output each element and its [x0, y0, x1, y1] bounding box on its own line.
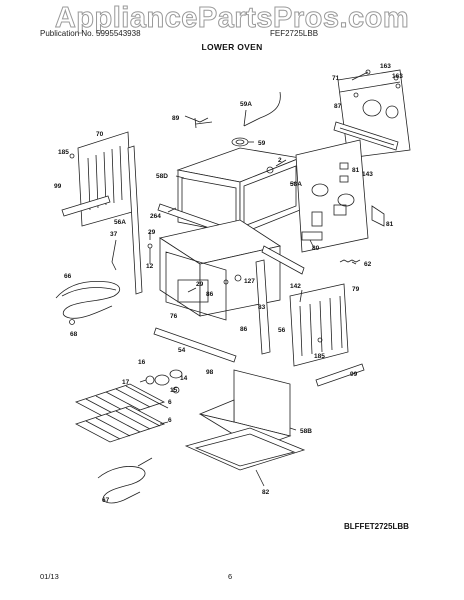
side-panel-left — [77, 131, 133, 227]
callout-label: 29 — [196, 281, 204, 288]
part-80 — [301, 231, 323, 241]
callout-label: 15 — [170, 387, 178, 394]
callout-label: 71 — [332, 75, 340, 82]
callout-label: 98 — [206, 369, 214, 376]
callout-label: 16 — [138, 359, 146, 366]
callout-label: 185 — [58, 149, 69, 156]
callout-label: 17 — [122, 379, 130, 386]
panel-right — [295, 139, 369, 253]
clip-part — [184, 115, 213, 129]
callout-label: 127 — [244, 278, 255, 285]
publication-date: 01/13 — [40, 572, 59, 581]
rail-left — [61, 195, 111, 217]
oven-rack-2 — [74, 405, 166, 443]
callout-label: 54 — [178, 347, 186, 354]
oven-rack-1 — [74, 383, 166, 421]
callout-label: 56 — [278, 327, 286, 334]
callout-label: 67 — [102, 497, 110, 504]
broil-element — [97, 466, 146, 504]
callout-label: 62 — [364, 261, 372, 268]
callout-label: 58B — [300, 428, 312, 435]
callout-label: 12 — [146, 263, 154, 270]
bake-element — [55, 281, 121, 319]
callout-label: 76 — [170, 313, 178, 320]
callout-label: 86 — [240, 326, 248, 333]
callout-label: 185 — [314, 353, 325, 360]
rail-right-142 — [261, 245, 305, 275]
callout-label: 66 — [64, 273, 72, 280]
rail-right-83 — [255, 259, 271, 355]
callout-label: 59A — [240, 101, 252, 108]
callout-label: 81 — [352, 167, 360, 174]
callout-label: 143 — [362, 171, 373, 178]
callout-label: 87 — [334, 103, 342, 110]
spring-62 — [339, 259, 361, 263]
callout-label: 6 — [168, 399, 172, 406]
callout-label: 6 — [168, 417, 172, 424]
small-part — [339, 162, 349, 170]
ring-part — [231, 137, 249, 147]
diagram-code: BLFFET2725LBB — [344, 522, 409, 531]
page-number: 6 — [228, 572, 233, 581]
callout-label: 83 — [258, 304, 266, 311]
drip-pan — [184, 427, 306, 471]
callout-label: 29 — [148, 229, 156, 236]
callout-label: 163 — [380, 63, 391, 70]
callout-label: 81 — [386, 221, 394, 228]
section-title: LOWER OVEN — [201, 42, 263, 52]
callout-label: 82 — [262, 489, 270, 496]
light-assembly — [139, 369, 183, 394]
wire-part — [243, 91, 281, 127]
callout-label: 14 — [180, 375, 188, 382]
callout-label: 68 — [70, 331, 78, 338]
publication-number: Publication No. 5995543938 — [40, 29, 141, 38]
bottom-trim — [153, 327, 237, 363]
model-number: FEF2725LBB — [270, 29, 319, 38]
callout-label: 56A — [114, 219, 126, 226]
side-panel-right — [289, 283, 349, 367]
callout-label: 89 — [172, 115, 180, 122]
rail-right-99 — [315, 363, 365, 387]
wire-37 — [111, 239, 117, 271]
callout-label: 59 — [258, 140, 266, 147]
callout-label: 37 — [110, 231, 118, 238]
callout-label: 70 — [96, 131, 104, 138]
callout-label: 99 — [350, 371, 358, 378]
small-bracket — [371, 205, 385, 227]
callout-label: 142 — [290, 283, 301, 290]
callout-label: 2 — [278, 157, 282, 164]
callout-label: 264 — [150, 213, 161, 220]
vertical-rail-left — [127, 145, 143, 295]
callout-label: 99 — [54, 183, 62, 190]
callouts: 163 163 71 87 59A 89 70 59 2 185 58D 58A… — [54, 63, 403, 504]
callout-label: 80 — [312, 245, 320, 252]
callout-label: 86 — [206, 291, 214, 298]
watermark: AppliancePartsPros.com — [54, 2, 410, 35]
bracket-part — [333, 121, 399, 151]
callout-label: 79 — [352, 286, 360, 293]
callout-label: 58D — [156, 173, 168, 180]
callout-label: 163 — [392, 73, 403, 80]
callout-label: 58A — [290, 181, 302, 188]
